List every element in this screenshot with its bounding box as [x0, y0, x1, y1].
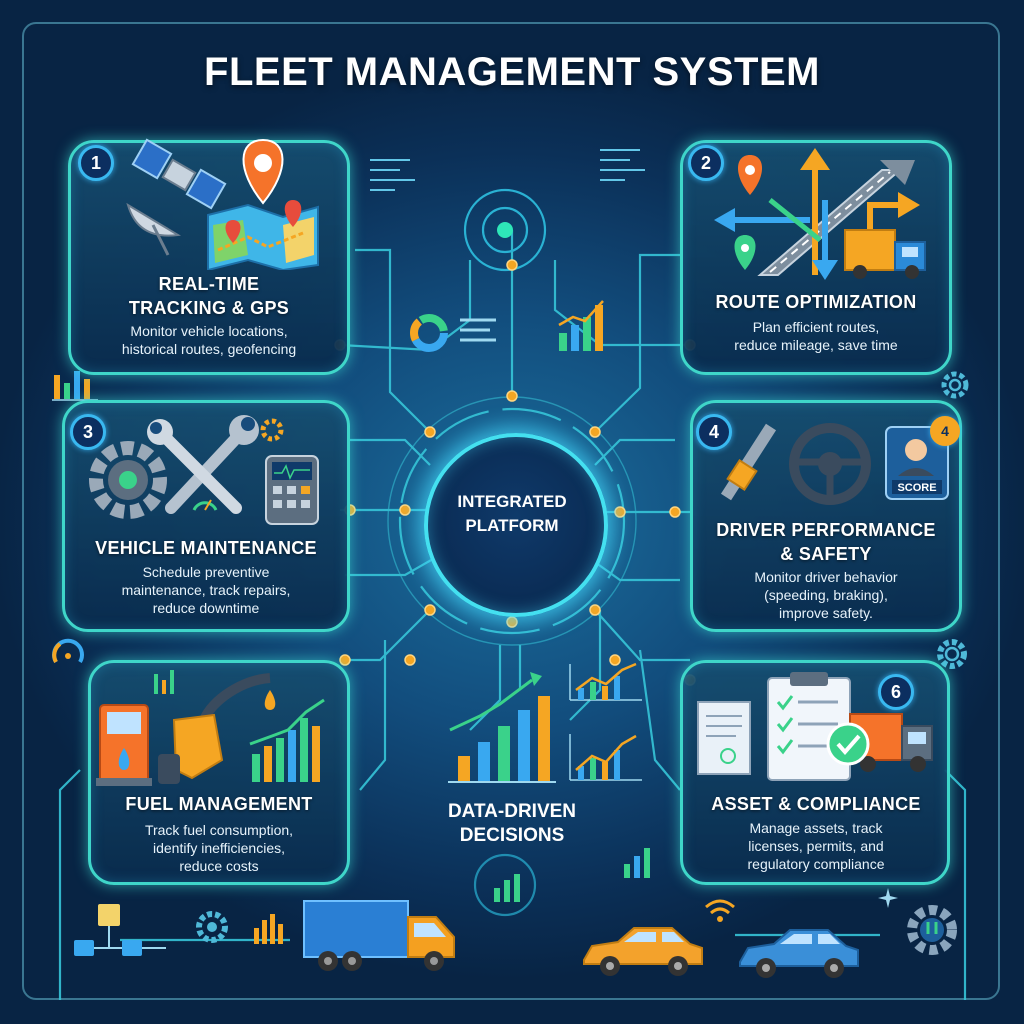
bar-chart-icon	[154, 670, 325, 782]
page-title: FLEET MANAGEMENT SYSTEM	[204, 50, 820, 94]
car-icon	[583, 927, 703, 976]
gear-icon	[941, 371, 969, 399]
hub-label: INTEGRATED PLATFORM	[457, 492, 567, 535]
car-icon	[739, 929, 859, 978]
document-icon	[697, 701, 751, 775]
truck-icon	[844, 229, 926, 279]
module-description: Schedule preventive maintenance, track r…	[121, 564, 291, 616]
wrench-icon	[147, 415, 259, 514]
satellite-dish-icon	[126, 202, 182, 256]
bar-chart-icon	[558, 300, 604, 351]
driver-illustration	[720, 423, 949, 505]
gear-icon	[937, 639, 967, 669]
steering-wheel-icon	[789, 423, 871, 505]
fuel-nozzle-icon	[158, 673, 276, 784]
module-description: Plan efficient routes, reduce mileage, s…	[734, 319, 898, 353]
check-icon	[826, 722, 870, 766]
data-driven-decisions-label: DATA-DRIVEN DECISIONS	[447, 801, 577, 846]
fuel-pump-icon	[96, 704, 152, 786]
fuel-illustration	[96, 670, 325, 786]
truck-icon	[303, 900, 455, 971]
calculator-icon	[265, 455, 319, 525]
module-number-badge: 1	[78, 145, 114, 181]
gauge-icon	[192, 499, 218, 511]
gear-icon	[89, 418, 284, 519]
tracking-illustration	[126, 138, 319, 270]
module-title: FUEL MANAGEMENT	[125, 794, 313, 814]
module-title: VEHICLE MAINTENANCE	[95, 538, 317, 558]
bar-chart-icon	[494, 874, 520, 902]
route-arrows-icon	[714, 148, 920, 280]
compliance-illustration	[697, 672, 933, 781]
bar-chart-icon	[254, 914, 283, 944]
sparkle-icon	[878, 888, 898, 908]
satellite-icon	[131, 138, 227, 210]
bar-chart-icon	[624, 848, 650, 878]
gauge-icon	[52, 638, 84, 664]
module-description: Monitor driver behavior (speeding, braki…	[754, 569, 898, 621]
module-title: REAL-TIME TRACKING & GPS	[128, 274, 290, 318]
module-number-badge: 3	[70, 414, 106, 450]
module-number-badge: 4	[696, 414, 732, 450]
module-description: Track fuel consumption, identify ineffic…	[144, 822, 294, 874]
module-number-badge: 6	[878, 674, 914, 710]
network-diagram-icon	[74, 904, 166, 956]
score-label: SCORE	[897, 482, 937, 494]
module-description: Manage assets, track licenses, permits, …	[747, 820, 885, 872]
map-icon	[207, 203, 319, 270]
driver-avatar-icon	[885, 426, 949, 500]
module-description: Monitor vehicle locations, historical ro…	[121, 323, 297, 357]
line-chart-icon	[569, 662, 642, 701]
gear-icon	[196, 911, 228, 943]
integrated-platform-hub	[424, 433, 608, 617]
line-chart-icon	[569, 734, 642, 781]
module-title: ROUTE OPTIMIZATION	[715, 292, 917, 312]
maintenance-illustration	[89, 415, 319, 525]
map-pin-icon	[734, 155, 763, 270]
gear-icon	[907, 905, 957, 955]
list-lines-icon	[460, 318, 496, 342]
score-badge: 4	[930, 416, 960, 446]
route-illustration	[714, 148, 926, 280]
module-number-badge: 2	[688, 145, 724, 181]
module-title: DRIVER PERFORMANCE & SAFETY	[716, 520, 936, 564]
bar-chart-icon	[448, 672, 556, 783]
module-title: ASSET & COMPLIANCE	[711, 794, 921, 814]
donut-chart-icon	[410, 314, 448, 352]
outer-frame	[22, 22, 1000, 1000]
wifi-icon	[705, 899, 735, 922]
map-pin-icon	[225, 138, 302, 243]
seatbelt-icon	[720, 423, 777, 501]
